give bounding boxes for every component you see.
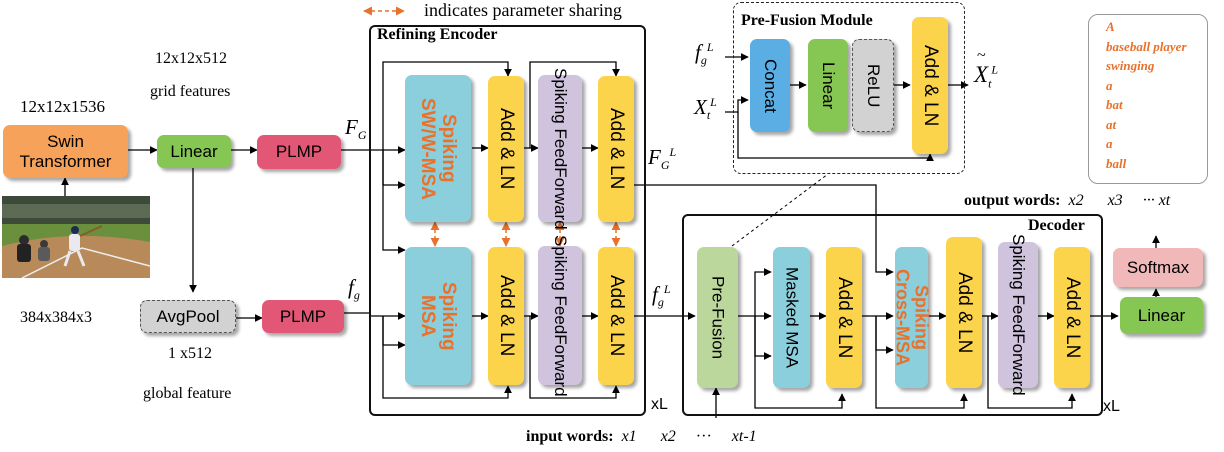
decoder-frame (682, 214, 1103, 416)
image-dims-label: 384x384x3 (20, 309, 92, 326)
add-ln-enc-1: Add & LN (488, 76, 524, 222)
masked-msa-block: Masked MSA (773, 247, 810, 388)
edge-FG-to-lower (382, 150, 406, 254)
spiking-feedforward-enc-lower: Spiking FeedForward (538, 235, 582, 396)
add-ln-dec-3: Add & LN (1054, 247, 1090, 388)
spiking-feedforward-enc-upper: Spiking FeedForward (538, 68, 582, 229)
prefusion-block: Pre-Fusion (697, 247, 738, 388)
output-words: output words: x2 x3 ··· xt (964, 192, 1171, 209)
input-image (2, 196, 150, 278)
caption-word: a (1106, 77, 1113, 93)
linear-block: Linear (157, 135, 231, 168)
softmax-block: Softmax (1113, 248, 1203, 287)
edge-FG-branch-top (382, 61, 398, 150)
edge-fg-res-bottom (382, 316, 512, 399)
edge-pf-residual (737, 112, 934, 162)
edge-dec-res1 (754, 316, 846, 409)
caption-word: at (1106, 116, 1117, 132)
plmp-global-block: PLMP (262, 300, 344, 333)
edge-XtL-concat (725, 96, 749, 113)
edge-dec-res3 (987, 316, 1076, 409)
edge-res2-top (529, 61, 620, 148)
XtL-tilde-output-symbol: ~XtL (974, 47, 999, 91)
legend-text: indicates parameter sharing (424, 0, 622, 20)
add-ln-dec-2: Add & LN (946, 237, 982, 388)
add-ln-dec-1: Add & LN (826, 247, 862, 388)
caption-word: ball (1106, 155, 1127, 171)
encoder-repeat-label: xL (651, 396, 668, 413)
refining-encoder-title: Refining Encoder (377, 26, 498, 43)
grid-dims-label: 12x12x512 (155, 50, 227, 67)
caption-word: baseball player (1106, 38, 1187, 54)
edge-dec-res2 (875, 316, 968, 409)
input-words: input words: x1 x2 ··· xt-1 (526, 428, 757, 445)
decoder-title: Decoder (1028, 217, 1085, 234)
XtL-input-symbol: XtL (694, 95, 717, 123)
caption-word: bat (1106, 97, 1123, 112)
pf-add-ln-block: Add & LN (912, 17, 948, 154)
pf-linear-block: Linear (808, 39, 848, 132)
FG-symbol: FG (345, 115, 367, 143)
edge-lres2-bottom (529, 316, 620, 399)
avgpool-block: AvgPool (140, 300, 236, 333)
add-ln-enc-4: Add & LN (598, 247, 634, 385)
caption-word: A (1106, 19, 1115, 34)
FGL-symbol: FGL (648, 145, 677, 173)
prefusion-module-frame (733, 2, 965, 174)
fgL-input-symbol: fgL (695, 40, 714, 68)
edge-pf-branch-up (754, 268, 772, 316)
global-dims-label: 1 x512 (168, 345, 212, 362)
caption-word: swinging (1106, 58, 1155, 73)
add-ln-enc-3: Add & LN (488, 247, 524, 385)
edge-res1-top (398, 61, 512, 77)
edge-zoom-link (731, 173, 829, 247)
spiking-feedforward-dec: Spiking FeedForward (998, 234, 1038, 396)
refining-encoder-frame (369, 25, 646, 416)
output-linear-block: Linear (1120, 297, 1203, 334)
plmp-grid-block: PLMP (257, 135, 341, 169)
prefusion-module-title: Pre-Fusion Module (741, 12, 873, 29)
generated-caption-box: A baseball player swinging a bat at a ba… (1088, 14, 1208, 184)
caption-word: a (1106, 136, 1113, 151)
swin-transformer-block: Swin Transformer (3, 125, 128, 178)
global-feature-label: global feature (143, 385, 232, 402)
fg-symbol: fg (348, 275, 360, 303)
relu-block: ReLU (852, 39, 894, 132)
decoder-repeat-label: xL (1103, 398, 1120, 415)
edge-FGL-cross (632, 184, 894, 276)
swin-dims-label: 12x12x1536 (20, 97, 105, 116)
add-ln-enc-2: Add & LN (598, 76, 634, 222)
grid-features-label: grid features (150, 83, 231, 100)
fgL-symbol: fgL (652, 282, 671, 310)
concat-block: Concat (750, 39, 790, 132)
